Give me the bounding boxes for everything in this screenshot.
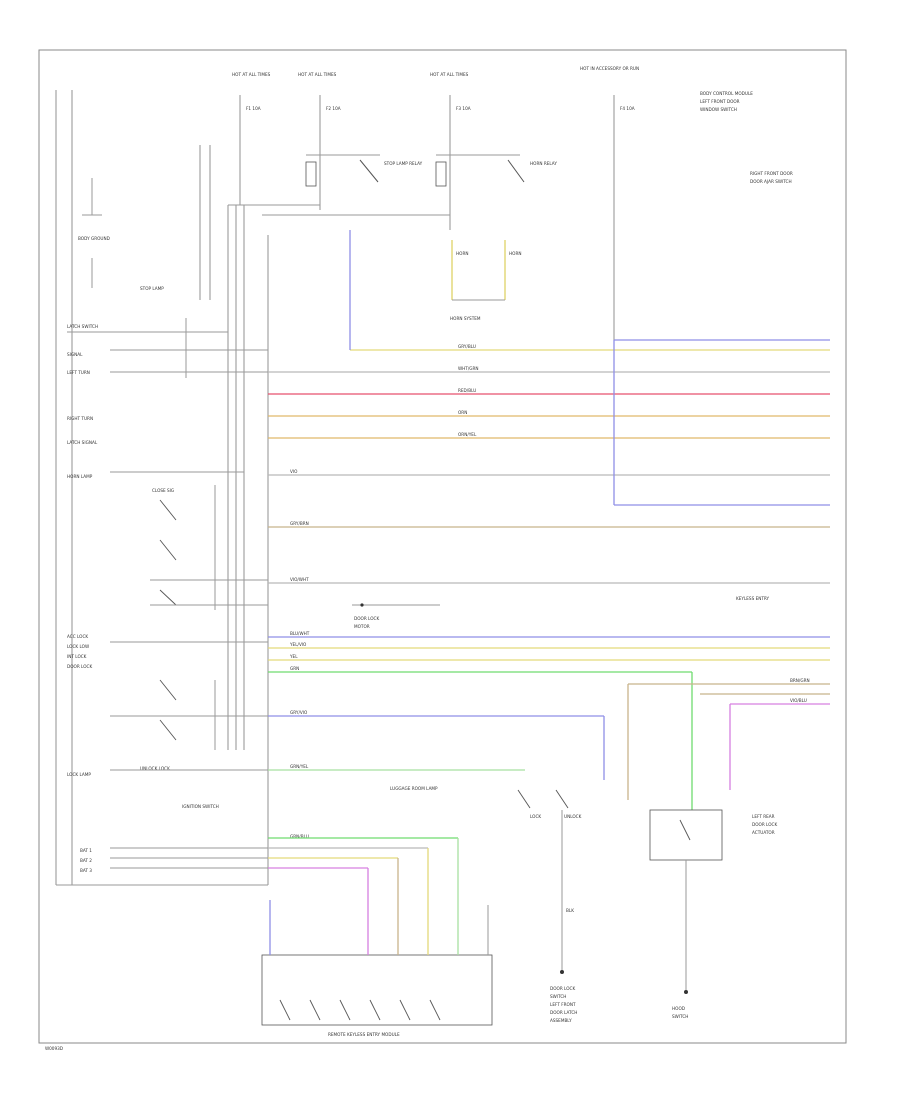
switch-arm-5 — [159, 719, 177, 741]
bottom-ground-2 — [684, 990, 688, 994]
left-label-door-lock: DOOR LOCK — [67, 664, 92, 669]
module-switch-1 — [279, 999, 291, 1021]
left-label-stop-lamp: STOP LAMP — [140, 286, 164, 291]
wire-label-yel-vio: YEL/VIO — [289, 642, 307, 647]
horn-relay-switch — [507, 159, 525, 183]
horn-system-label: HORN SYSTEM — [450, 316, 481, 321]
right-label-bcm: BODY CONTROL MODULE — [700, 91, 753, 96]
wire-label-gry-blu: GRY/BLU — [458, 344, 476, 349]
bottom-label-door-lock: DOOR LOCK — [550, 986, 575, 991]
module-switch-4 — [369, 999, 381, 1021]
left-label-left-turn: LEFT TURN — [67, 370, 90, 375]
hot-feed-label-2: HOT AT ALL TIMES — [298, 72, 337, 77]
right-label-rf-door: RIGHT FRONT DOOR — [750, 171, 793, 176]
left-label-latch-signal: LATCH SIGNAL — [67, 440, 98, 445]
module-box-label: REMOTE KEYLESS ENTRY MODULE — [328, 1032, 400, 1037]
wire-label-orn: ORN — [458, 410, 467, 415]
hot-feed-label-3: HOT AT ALL TIMES — [430, 72, 469, 77]
left-label-lock-lamp: LOCK LAMP — [67, 772, 91, 777]
stop-lamp-relay-switch — [359, 159, 379, 183]
wire-label-vio-wht: VIO/WHT — [290, 577, 309, 582]
left-label-close-sig: CLOSE SIG — [152, 488, 174, 493]
footer-code: W0093D — [45, 1046, 63, 1051]
stop-lamp-relay-coil — [305, 161, 317, 187]
left-label-signal: SIGNAL — [67, 352, 83, 357]
module-switch-2 — [309, 999, 321, 1021]
module-switch-3 — [339, 999, 351, 1021]
left-label-bat-3: BAT 3 — [80, 868, 92, 873]
wire-label-grn-blu: GRN/BLU — [290, 834, 309, 839]
bottom-label-lf: LEFT FRONT — [550, 1002, 576, 1007]
wire-label-vio-blu: VIO/BLU — [790, 698, 807, 703]
right-label-left-rear: LEFT REAR — [752, 814, 775, 819]
right-label-window-switch: WINDOW SWITCH — [700, 107, 737, 112]
bottom-ground-1 — [560, 970, 564, 974]
hot-feed-label-4: HOT IN ACCESSORY OR RUN — [580, 66, 639, 71]
right-label-actuator: ACTUATOR — [752, 830, 775, 835]
keyless-label: KEYLESS ENTRY — [736, 596, 770, 601]
left-label-lock-low: LOCK LOW — [67, 644, 89, 649]
switch-arm-2 — [159, 539, 177, 561]
wire-label-gry-brn: GRY/BRN — [290, 521, 309, 526]
left-label-bat-2: BAT 2 — [80, 858, 92, 863]
module-box — [261, 954, 493, 1026]
switch-arm-3 — [159, 589, 177, 606]
fuse-label-3: F3 10A — [456, 106, 471, 111]
horn-connector-label-1: HORN — [456, 251, 469, 256]
left-label-int-lock: INT LOCK — [67, 654, 87, 659]
mid-label-luggage: LUGGAGE ROOM LAMP — [390, 786, 438, 791]
left-label-acc-lock: ACC LOCK — [67, 634, 88, 639]
bottom-label-switch-1: SWITCH — [550, 994, 566, 999]
mid-label-motor: MOTOR — [354, 624, 370, 629]
wire-label-red-blu: RED/BLU — [458, 388, 476, 393]
horn-relay-label: HORN RELAY — [530, 161, 557, 166]
bottom-label-switch-2: SWITCH — [672, 1014, 688, 1019]
module-switch-5 — [399, 999, 411, 1021]
fuse-label-4: F4 10A — [620, 106, 635, 111]
right-module-switch — [679, 819, 691, 841]
ignition-label: IGNITION SWITCH — [182, 804, 219, 809]
wire-label-wht-grn: WHT/GRN — [458, 366, 479, 371]
wire-label-grn: GRN — [290, 666, 299, 671]
wire-label-brn-grn: BRN/GRN — [790, 678, 810, 683]
stop-lamp-relay-label: STOP LAMP RELAY — [384, 161, 423, 166]
diagram-border — [38, 49, 847, 1044]
bottom-label-assembly: ASSEMBLY — [550, 1018, 572, 1023]
mid-switch-unlock — [555, 789, 569, 809]
mid-switch-lock — [517, 789, 531, 809]
wire-label-grn-yel: GRN/YEL — [290, 764, 309, 769]
right-module-box — [649, 809, 723, 861]
fuse-label-2: F2 10A — [326, 106, 341, 111]
horn-connector-label-2: HORN — [509, 251, 522, 256]
mid-label-lock: LOCK — [530, 814, 541, 819]
left-label-right-turn: RIGHT TURN — [67, 416, 93, 421]
module-switch-6 — [429, 999, 441, 1021]
wire-label-yel: YEL — [289, 654, 298, 659]
horn-relay-coil — [435, 161, 447, 187]
wire-label-gry-vio: GRY/VIO — [290, 710, 308, 715]
left-label-unlock-lock: UNLOCK LOCK — [140, 766, 170, 771]
fuse-label-1: F1 10A — [246, 106, 261, 111]
left-label-latch-switch: LATCH SWITCH — [67, 324, 98, 329]
mid-label-door-lock: DOOR LOCK — [354, 616, 379, 621]
wire-label-vio: VIO — [290, 469, 298, 474]
right-label-door-ajar: DOOR AJAR SWITCH — [750, 179, 792, 184]
right-label-lf-door: LEFT FRONT DOOR — [700, 99, 740, 104]
bottom-label-hood: HOOD — [672, 1006, 685, 1011]
left-label-horn-lamp: HORN LAMP — [67, 474, 93, 479]
ground-module-label: BODY GROUND — [78, 236, 110, 241]
wire-label-blk: BLK — [566, 908, 574, 913]
bottom-label-latch: DOOR LATCH — [550, 1010, 577, 1015]
switch-arm-1 — [159, 499, 177, 521]
wire-label-blu-wht: BLU/WHT — [290, 631, 310, 636]
left-label-bat-1: BAT 1 — [80, 848, 92, 853]
wire-label-orn-yel: ORN/YEL — [458, 432, 477, 437]
right-label-door-lock: DOOR LOCK — [752, 822, 777, 827]
hot-feed-label-1: HOT AT ALL TIMES — [232, 72, 271, 77]
mid-label-unlock: UNLOCK — [564, 814, 582, 819]
motor-dot — [360, 603, 364, 607]
switch-arm-4 — [159, 679, 177, 701]
